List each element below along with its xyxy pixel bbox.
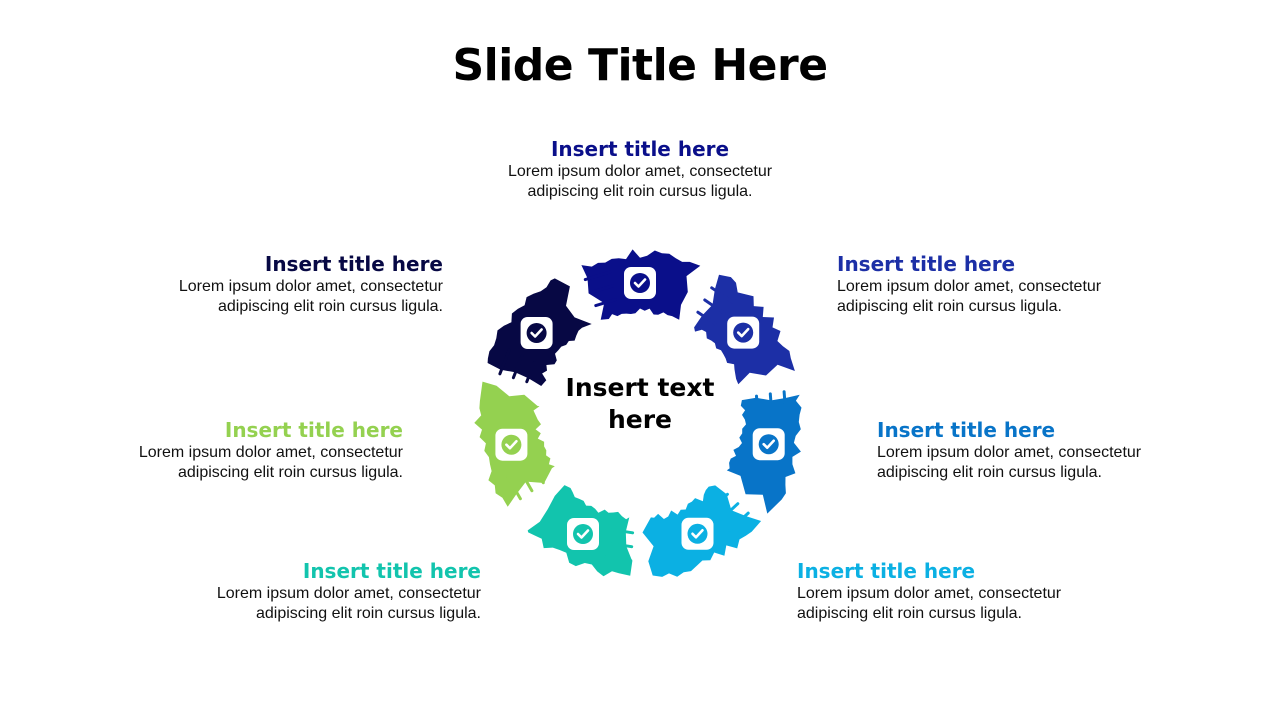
item-upper-left: Insert title here Lorem ipsum dolor amet… — [173, 251, 443, 317]
item-description: Lorem ipsum dolor amet, consectetur adip… — [837, 278, 1102, 315]
item-description: Lorem ipsum dolor amet, consectetur adip… — [138, 444, 403, 481]
item-title: Insert title here — [877, 418, 1056, 442]
brush-bristle — [710, 286, 735, 304]
brush-bristle — [696, 310, 717, 326]
item-title: Insert title here — [302, 559, 481, 583]
brush-bristle — [511, 354, 524, 380]
brush-bristle — [607, 541, 634, 549]
cycle-segment — [694, 274, 795, 385]
cycle-segment — [642, 485, 762, 577]
check-mark — [505, 439, 518, 450]
item-middle-right: Insert title here Lorem ipsum dolor amet… — [877, 417, 1147, 483]
brush-bristle — [589, 284, 615, 295]
brush-bristle — [531, 463, 545, 485]
check-mark — [530, 328, 543, 338]
brush-bristle — [506, 475, 522, 501]
cycle-segments — [474, 249, 802, 577]
cycle-segment — [527, 485, 635, 577]
brush-bristle — [703, 298, 726, 315]
brush-bristle — [525, 361, 536, 384]
brush-bristle — [610, 528, 635, 535]
check-mark — [762, 439, 775, 449]
brush-bristle — [728, 511, 750, 532]
cycle-segment — [581, 249, 701, 320]
item-description: Lorem ipsum dolor amet, consectetur adip… — [216, 585, 481, 622]
brush-bristle — [498, 348, 511, 376]
brush-bristle — [604, 555, 633, 563]
item-description: Lorem ipsum dolor amet, consectetur adip… — [877, 444, 1142, 481]
item-top: Insert title here Lorem ipsum dolor amet… — [490, 136, 790, 202]
check-mark — [576, 529, 590, 539]
item-title: Insert title here — [264, 252, 443, 276]
item-description: Lorem ipsum dolor amet, consectetur adip… — [178, 278, 443, 315]
brush-bristle — [710, 492, 729, 510]
check-mark — [691, 529, 704, 539]
brush-bristle — [719, 502, 740, 521]
item-lower-left: Insert title here Lorem ipsum dolor amet… — [211, 558, 481, 624]
item-title: Insert title here — [550, 137, 730, 161]
item-middle-left: Insert title here Lorem ipsum dolor amet… — [133, 417, 403, 483]
brush-bristle — [768, 392, 774, 419]
brush-bristle — [594, 298, 617, 308]
check-mark — [633, 278, 647, 288]
brush-bristle — [782, 390, 788, 419]
item-description: Lorem ipsum dolor amet, consectetur adip… — [797, 585, 1062, 622]
brush-bristle — [583, 270, 612, 282]
slide-title: Slide Title Here — [452, 40, 828, 91]
item-title: Insert title here — [224, 418, 403, 442]
brush-bristle — [518, 469, 534, 493]
item-upper-right: Insert title here Lorem ipsum dolor amet… — [837, 251, 1107, 317]
item-title: Insert title here — [797, 559, 976, 583]
cycle-segment — [726, 390, 802, 514]
center-text: Insert text here — [565, 373, 715, 434]
cycle-segment — [474, 381, 555, 507]
brush-bristle — [755, 394, 760, 419]
item-title: Insert title here — [837, 252, 1016, 276]
check-mark — [736, 327, 750, 338]
item-description: Lorem ipsum dolor amet, consectetur adip… — [507, 163, 773, 200]
item-lower-right: Insert title here Lorem ipsum dolor amet… — [797, 558, 1067, 624]
cycle-segment — [487, 278, 592, 386]
